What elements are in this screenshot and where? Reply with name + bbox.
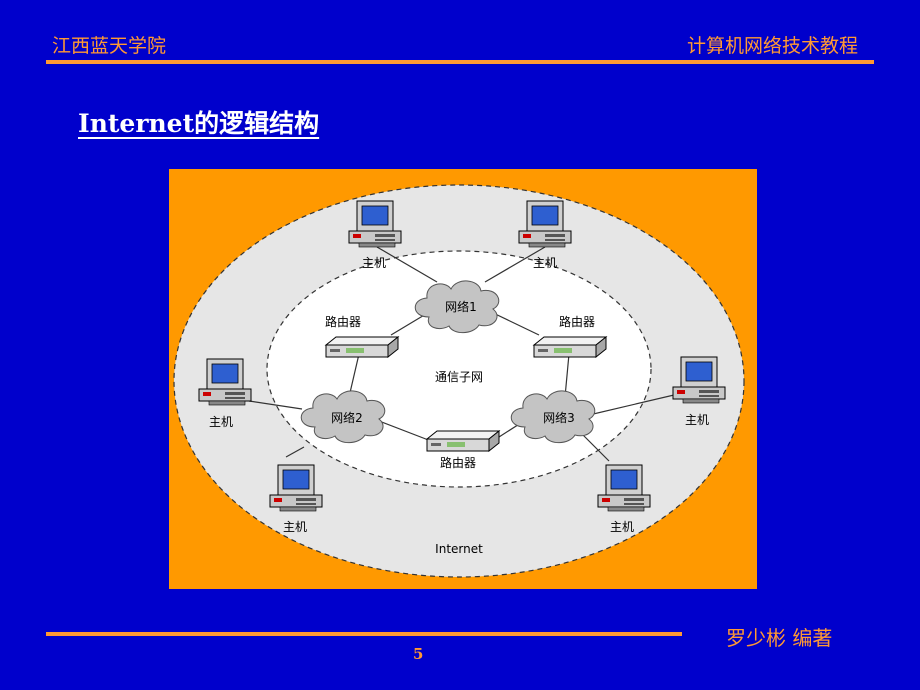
network-label: 网络1 <box>445 299 477 314</box>
router-label: 路由器 <box>559 314 595 329</box>
router-label: 路由器 <box>325 314 361 329</box>
host-label: 主机 <box>533 256 557 270</box>
router-icon <box>325 336 399 358</box>
router-icon <box>426 430 500 452</box>
diagram-canvas: 主机 主机 主机 主机 主机 主机 路由器 路由器 路由器 网络1 网络2 网络… <box>173 184 745 578</box>
network-label: 网络2 <box>331 410 363 425</box>
host-icon <box>269 464 323 512</box>
school-name: 江西蓝天学院 <box>52 35 167 57</box>
host-label: 主机 <box>209 415 233 429</box>
host-label: 主机 <box>362 256 386 270</box>
router-icon <box>533 336 607 358</box>
internet-label: Internet <box>435 542 483 556</box>
internet-diagram: 主机 主机 主机 主机 主机 主机 路由器 路由器 路由器 网络1 网络2 网络… <box>169 169 757 589</box>
host-icon <box>518 200 572 248</box>
host-label: 主机 <box>685 413 709 427</box>
host-label: 主机 <box>283 520 307 534</box>
host-icon <box>597 464 651 512</box>
router-label: 路由器 <box>440 455 476 470</box>
network-label: 网络3 <box>543 410 575 425</box>
header-divider <box>46 60 874 64</box>
host-icon <box>672 356 726 404</box>
subnet-label: 通信子网 <box>435 370 483 384</box>
author-credit: 罗少彬 编著 <box>726 626 833 650</box>
page-number: 5 <box>413 645 424 663</box>
host-icon <box>348 200 402 248</box>
slide-title: Internet的逻辑结构 <box>78 109 320 138</box>
course-title: 计算机网络技术教程 <box>686 35 858 57</box>
host-label: 主机 <box>610 520 634 534</box>
host-icon <box>198 358 252 406</box>
footer-divider <box>46 632 682 636</box>
